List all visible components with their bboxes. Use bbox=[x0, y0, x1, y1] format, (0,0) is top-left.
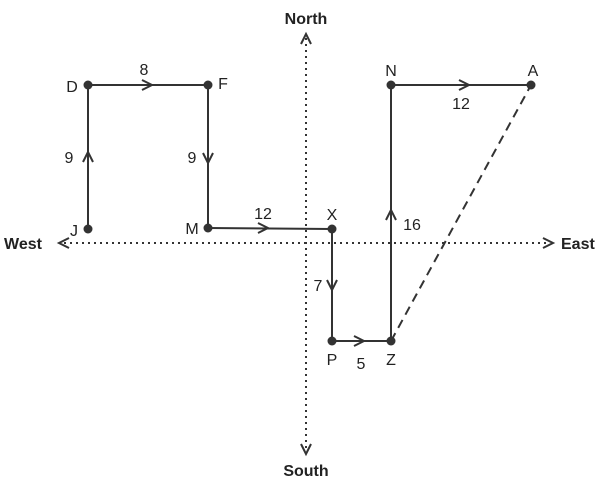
point-d bbox=[83, 80, 93, 90]
label-x: X bbox=[327, 207, 338, 224]
point-f bbox=[203, 80, 213, 90]
label-d: D bbox=[66, 79, 78, 96]
point-z bbox=[386, 336, 396, 346]
north-label: North bbox=[285, 11, 328, 28]
point-a bbox=[526, 80, 536, 90]
label-a: A bbox=[528, 63, 539, 80]
arrow-j-d bbox=[82, 149, 94, 163]
point-j bbox=[83, 224, 93, 234]
arrow-m-x bbox=[257, 222, 271, 234]
label-f: F bbox=[218, 76, 228, 93]
point-n bbox=[386, 80, 396, 90]
arrow-d-f bbox=[141, 79, 155, 91]
arrow-p-z bbox=[353, 335, 367, 347]
arrow-f-m bbox=[202, 152, 214, 166]
label-j: J bbox=[70, 223, 78, 240]
west-label: West bbox=[4, 236, 43, 253]
west-arrowhead bbox=[56, 237, 70, 249]
point-x bbox=[327, 224, 337, 234]
distance-x-p: 7 bbox=[314, 278, 323, 295]
distance-j-d: 9 bbox=[65, 150, 74, 167]
south-label: South bbox=[283, 463, 328, 480]
label-m: M bbox=[185, 221, 198, 238]
east-arrowhead bbox=[542, 237, 556, 249]
east-label: East bbox=[561, 236, 595, 253]
north-arrowhead bbox=[300, 31, 312, 45]
arrow-n-a bbox=[458, 79, 472, 91]
arrow-x-p bbox=[326, 279, 338, 293]
label-n: N bbox=[385, 63, 397, 80]
point-m bbox=[203, 223, 213, 233]
label-z: Z bbox=[386, 352, 396, 369]
label-p: P bbox=[327, 352, 338, 369]
distance-p-z: 5 bbox=[357, 356, 366, 373]
arrow-z-n bbox=[385, 207, 397, 221]
point-p bbox=[327, 336, 337, 346]
distance-m-x: 12 bbox=[254, 206, 272, 223]
segment-z-a-dashed bbox=[390, 84, 532, 342]
distance-z-n: 16 bbox=[403, 217, 421, 234]
distance-d-f: 8 bbox=[140, 62, 149, 79]
south-arrowhead bbox=[300, 443, 312, 457]
distance-f-m: 9 bbox=[188, 150, 197, 167]
distance-n-a: 12 bbox=[452, 96, 470, 113]
segment-m-x bbox=[207, 227, 333, 230]
